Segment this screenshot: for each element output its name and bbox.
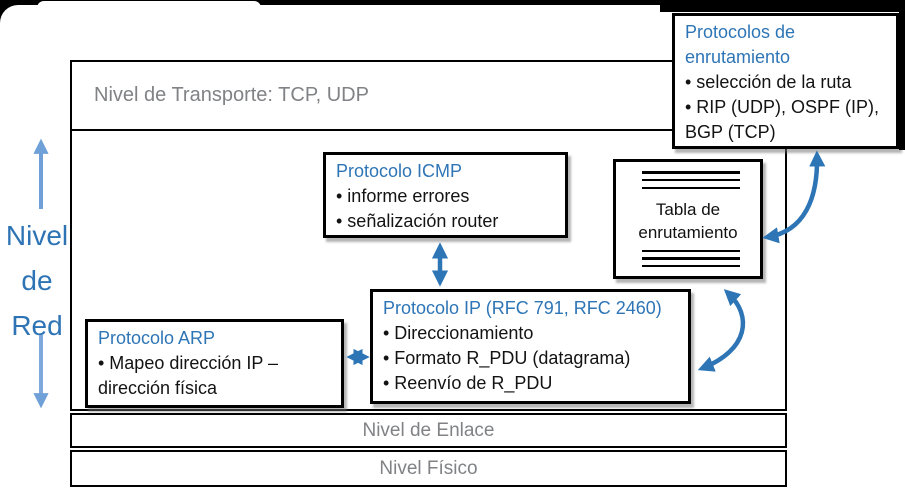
side-label-line1: Nivel xyxy=(5,220,69,251)
arp-bullet-1: • Mapeo dirección IP – dirección física xyxy=(98,353,279,398)
ip-bullet-2: • Formato R_PDU (datagrama) xyxy=(383,348,631,368)
table-rule xyxy=(642,250,740,252)
ip-bullet-1: • Direccionamiento xyxy=(383,323,534,343)
arp-box: Protocolo ARP • Mapeo dirección IP – dir… xyxy=(85,319,344,408)
routing-table-label: Tabla de enrutamiento xyxy=(638,200,738,242)
link-layer-row: Nivel de Enlace xyxy=(70,413,787,448)
transport-layer-row: Nivel de Transporte: TCP, UDP xyxy=(72,62,785,131)
routing-protocols-title: Protocolos de enrutamiento xyxy=(685,22,796,67)
routing-table-box: Tabla de enrutamiento xyxy=(613,159,763,279)
icmp-bullet-1: • informe errores xyxy=(336,186,470,206)
routing-protocols-box: Protocolos de enrutamiento • selección d… xyxy=(672,13,899,149)
top-black-band xyxy=(660,0,905,12)
table-rule xyxy=(642,179,740,181)
table-rule xyxy=(642,171,740,174)
icmp-box: Protocolo ICMP • informe errores • señal… xyxy=(323,152,568,238)
table-rule xyxy=(642,187,740,189)
slide-top-tab xyxy=(37,1,261,10)
table-rule xyxy=(642,257,740,260)
table-rule xyxy=(642,265,740,267)
routing-protocols-bullet-1: • selección de la ruta xyxy=(685,72,852,92)
routing-protocols-bullet-2: • RIP (UDP), OSPF (IP), BGP (TCP) xyxy=(685,97,879,142)
icmp-bullet-2: • señalización router xyxy=(336,211,499,231)
ip-bullet-3: • Reenvío de R_PDU xyxy=(383,373,553,393)
arp-title: Protocolo ARP xyxy=(98,328,216,348)
ip-title: Protocolo IP (RFC 791, RFC 2460) xyxy=(383,298,662,318)
side-label-line3: Red xyxy=(11,310,63,341)
ip-box: Protocolo IP (RFC 791, RFC 2460) • Direc… xyxy=(370,289,691,404)
icmp-title: Protocolo ICMP xyxy=(336,161,463,181)
network-layer-side-label: Nivel de Red xyxy=(0,213,74,348)
physical-layer-row: Nivel Físico xyxy=(70,450,787,487)
right-black-sliver xyxy=(899,0,905,150)
side-label-line2: de xyxy=(21,265,53,296)
